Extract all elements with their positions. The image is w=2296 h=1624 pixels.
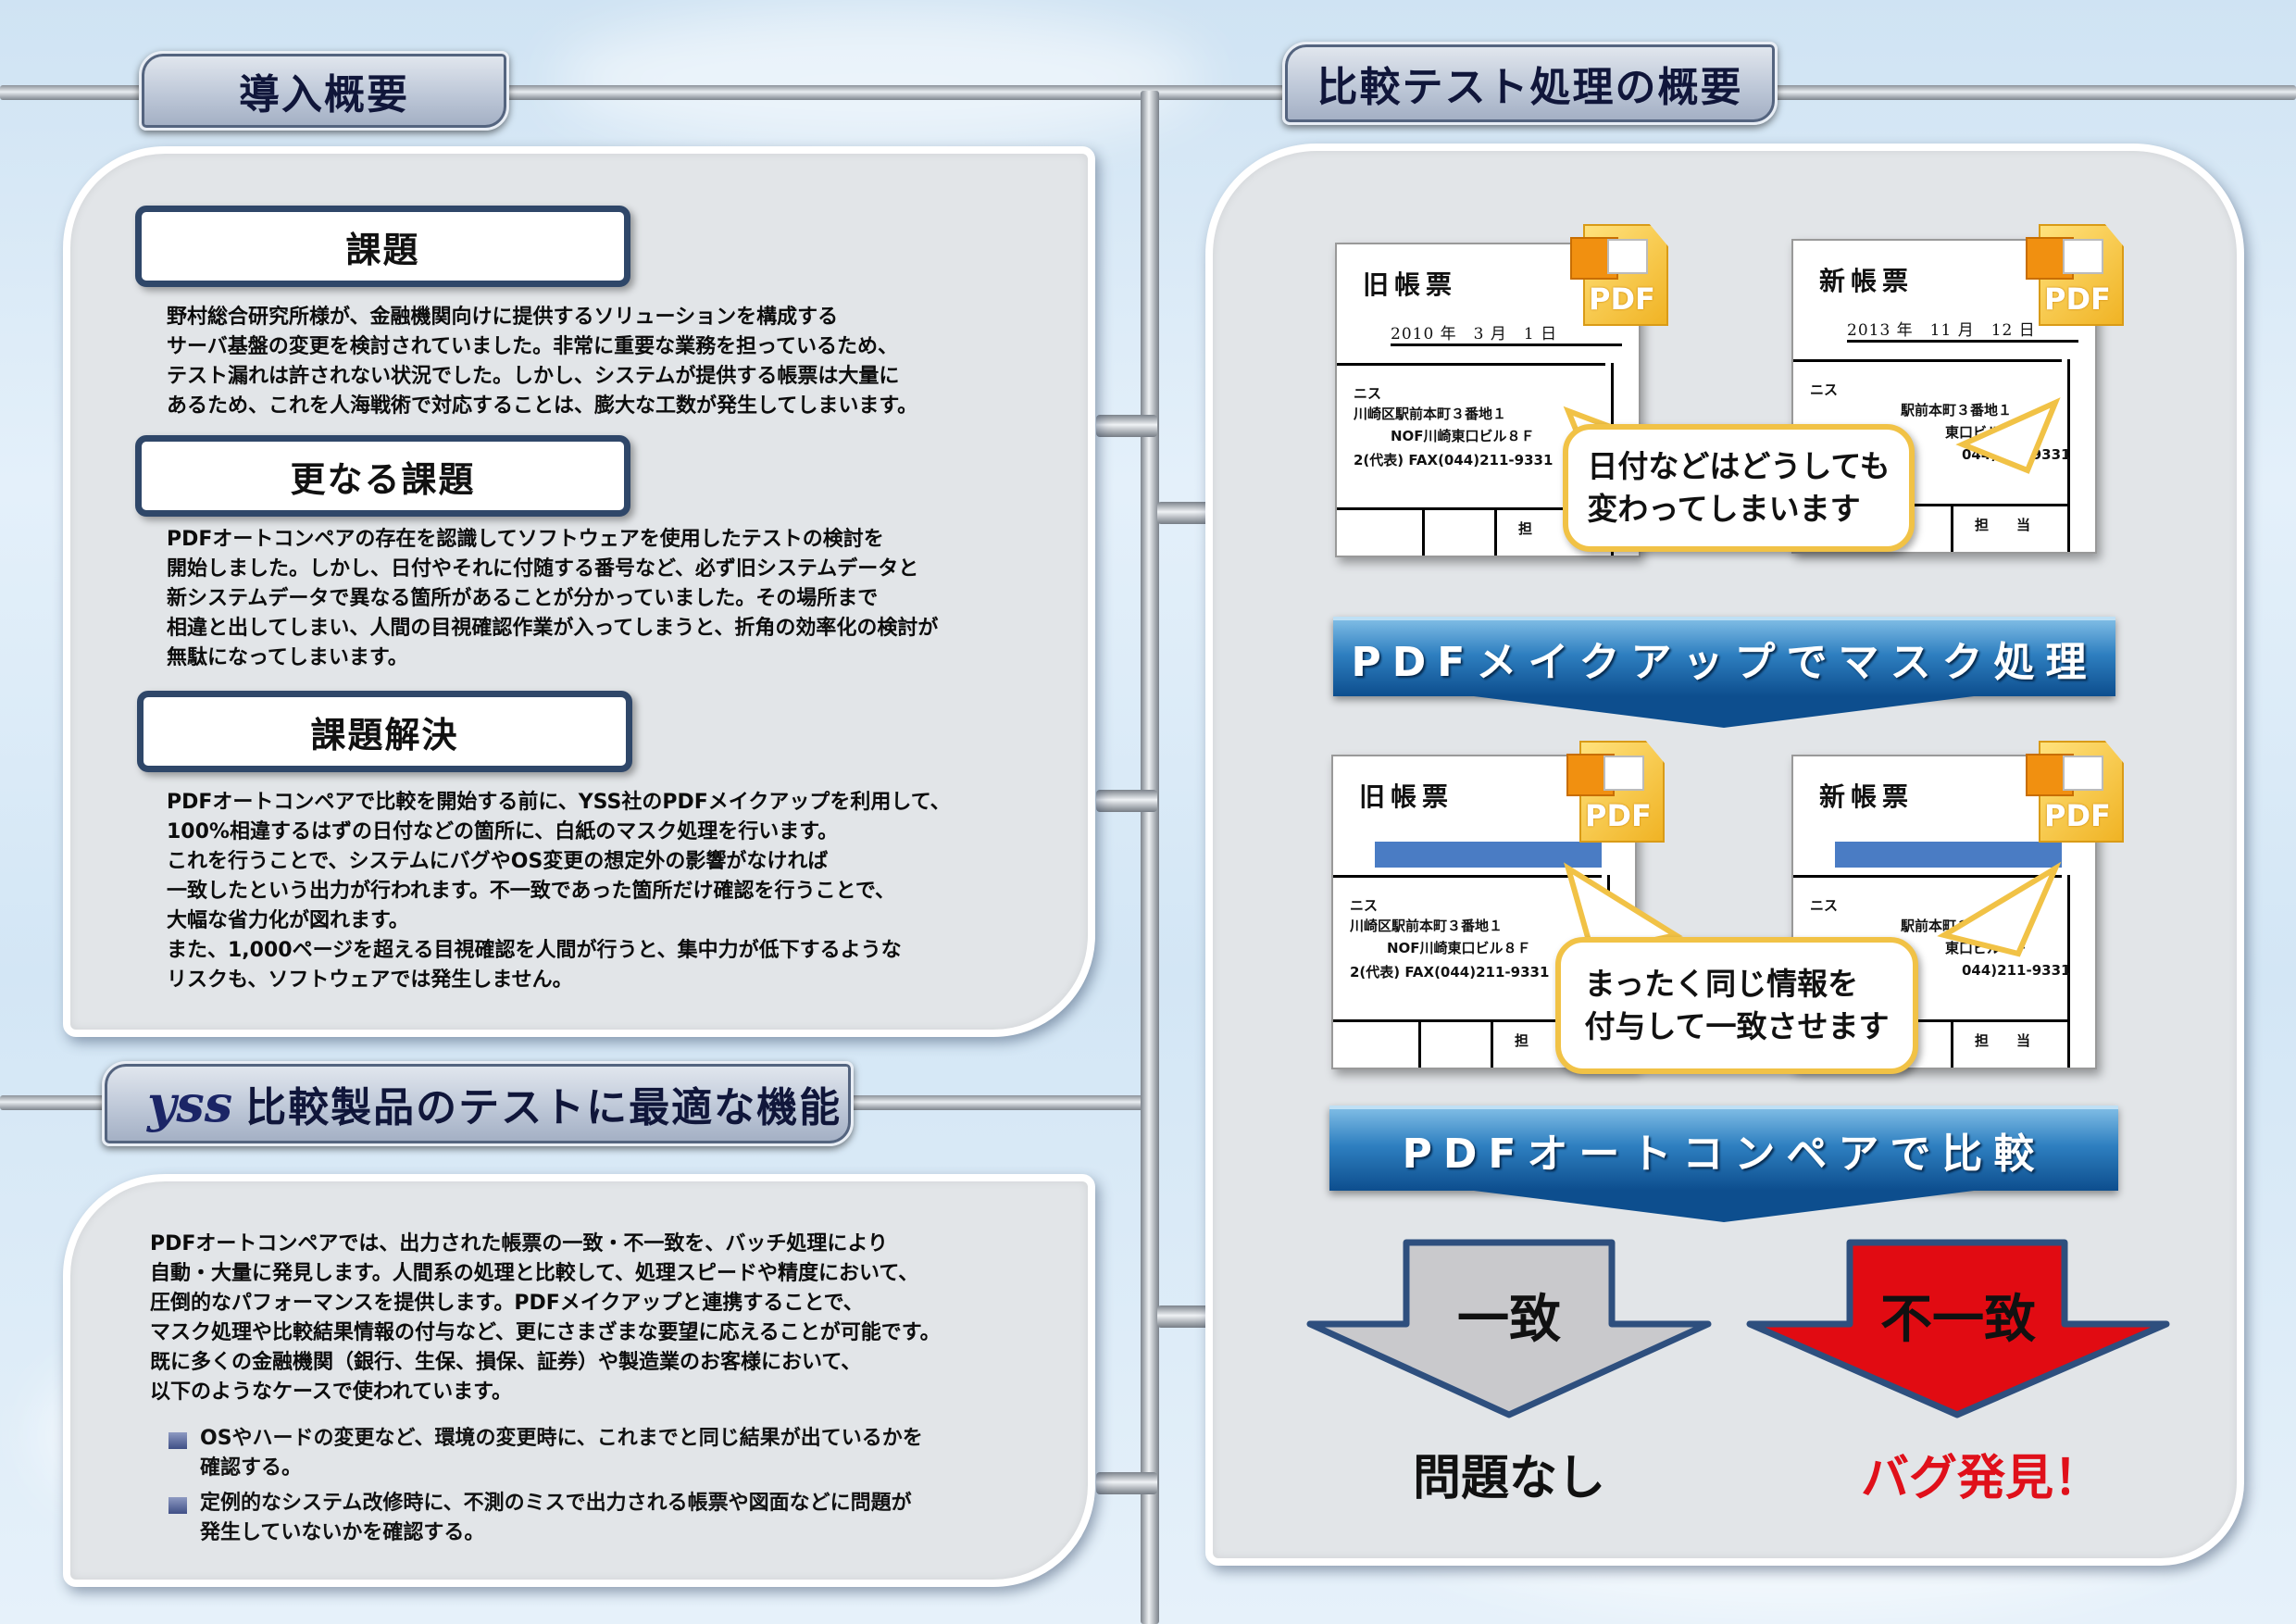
pdf-icon: PDF	[1566, 741, 1666, 844]
doc-title: 新帳票	[1819, 781, 1915, 812]
doc-address: 2(代表) FAX(044)211-9331	[1350, 964, 1550, 981]
doc-address: ニス	[1354, 385, 1382, 402]
bubble-pointer	[1564, 861, 2062, 957]
process-tab: 比較テスト処理の概要	[1282, 42, 1778, 125]
pipe	[1141, 91, 1159, 1624]
doc-title: 旧帳票	[1363, 269, 1458, 300]
doc-address: ニス	[1810, 897, 1839, 914]
further-issue-heading: 更なる課題	[135, 435, 630, 517]
doc-stamp: 担	[1515, 1032, 1529, 1049]
mismatch-label: 不一致	[1880, 1290, 2036, 1350]
pipe	[1759, 85, 2296, 100]
match-label: 一致	[1457, 1290, 1561, 1350]
pipe	[500, 85, 1296, 100]
pdf-icon: PDF	[1570, 224, 1670, 328]
feature-bullet: OSやハードの変更など、環境の変更時に、これまでと同じ結果が出ているかを 確認す…	[168, 1424, 1057, 1483]
pdf-icon: PDF	[2026, 224, 2126, 328]
pipe	[0, 1095, 120, 1110]
pipe	[0, 85, 157, 100]
features-text: PDFオートコンペアでは、出力された帳票の一致・不一致を、バッチ処理により 自動…	[150, 1232, 941, 1404]
no-problem-label: 問題なし	[1412, 1451, 1605, 1506]
issue-text: 野村総合研究所様が、金融機関向けに提供するソリューションを構成する サーバ基盤の…	[167, 306, 918, 418]
further-issue-text: PDFオートコンペアの存在を認識してソフトウェアを使用したテストの検討を 開始し…	[167, 528, 939, 669]
doc-title: 旧帳票	[1359, 781, 1454, 812]
doc-address: ニス	[1350, 897, 1379, 914]
doc-stamp: 担 当	[1975, 1032, 2031, 1049]
pipe	[833, 1095, 1157, 1110]
overview-panel	[63, 146, 1095, 1037]
yss-logo: yss	[147, 1074, 233, 1133]
doc-address: 2(代表) FAX(044)211-9331	[1354, 452, 1554, 468]
doc-address: 044)211-9331	[1962, 962, 2071, 979]
doc-address: 川崎区駅前本町３番地１	[1350, 918, 1504, 934]
doc-address: ニス	[1810, 381, 1839, 398]
note-bubble: 日付などはどうしても 変わってしまいます	[1563, 424, 1915, 552]
feature-bullet: 定例的なシステム改修時に、不測のミスで出力される帳票や図面などに問題が 発生して…	[168, 1489, 1057, 1548]
note-bubble: まったく同じ情報を 付与して一致させます	[1555, 937, 1918, 1074]
solution-heading: 課題解決	[137, 691, 632, 772]
mismatch-arrow	[1746, 1239, 2170, 1418]
doc-title: 新帳票	[1819, 266, 1915, 296]
doc-address: 川崎区駅前本町３番地１	[1354, 406, 1507, 422]
features-panel	[63, 1174, 1095, 1587]
features-tab-label: 比較製品のテストに最適な機能	[245, 1084, 842, 1131]
doc-date: 2010 年 3 月 1 日	[1391, 320, 1622, 346]
pipe-joint	[1096, 790, 1157, 812]
pipe-joint	[1096, 1472, 1157, 1494]
doc-stamp: 担	[1518, 520, 1533, 537]
features-tab: yss 比較製品のテストに最適な機能	[102, 1061, 854, 1146]
match-arrow	[1306, 1239, 1712, 1418]
bug-found-label: バグ発見！	[1860, 1451, 2102, 1506]
banner-arrow	[1474, 1191, 1974, 1222]
doc-address: NOF川崎東口ビル８Ｆ	[1391, 428, 1535, 444]
solution-text: PDFオートコンペアで比較を開始する前に、YSS社のPDFメイクアップを利用して…	[167, 791, 951, 992]
overview-tab: 導入概要	[139, 51, 509, 131]
pipe-joint	[1096, 415, 1157, 437]
doc-stamp: 担 当	[1975, 517, 2031, 533]
banner-arrow	[1474, 696, 1974, 728]
compare-step-banner: PDFオートコンペアで比較	[1329, 1106, 2118, 1191]
issue-heading: 課題	[135, 206, 630, 287]
doc-address: 駅前本町３番地１	[1901, 402, 2013, 418]
date-mask	[1835, 842, 2062, 868]
mask-step-banner: PDFメイクアップでマスク処理	[1333, 617, 2115, 696]
date-mask	[1375, 842, 1602, 868]
pdf-icon: PDF	[2026, 741, 2126, 844]
doc-date: 2013 年 11 月 12 日	[1847, 317, 2078, 343]
doc-address: NOF川崎東口ビル８Ｆ	[1387, 940, 1531, 956]
